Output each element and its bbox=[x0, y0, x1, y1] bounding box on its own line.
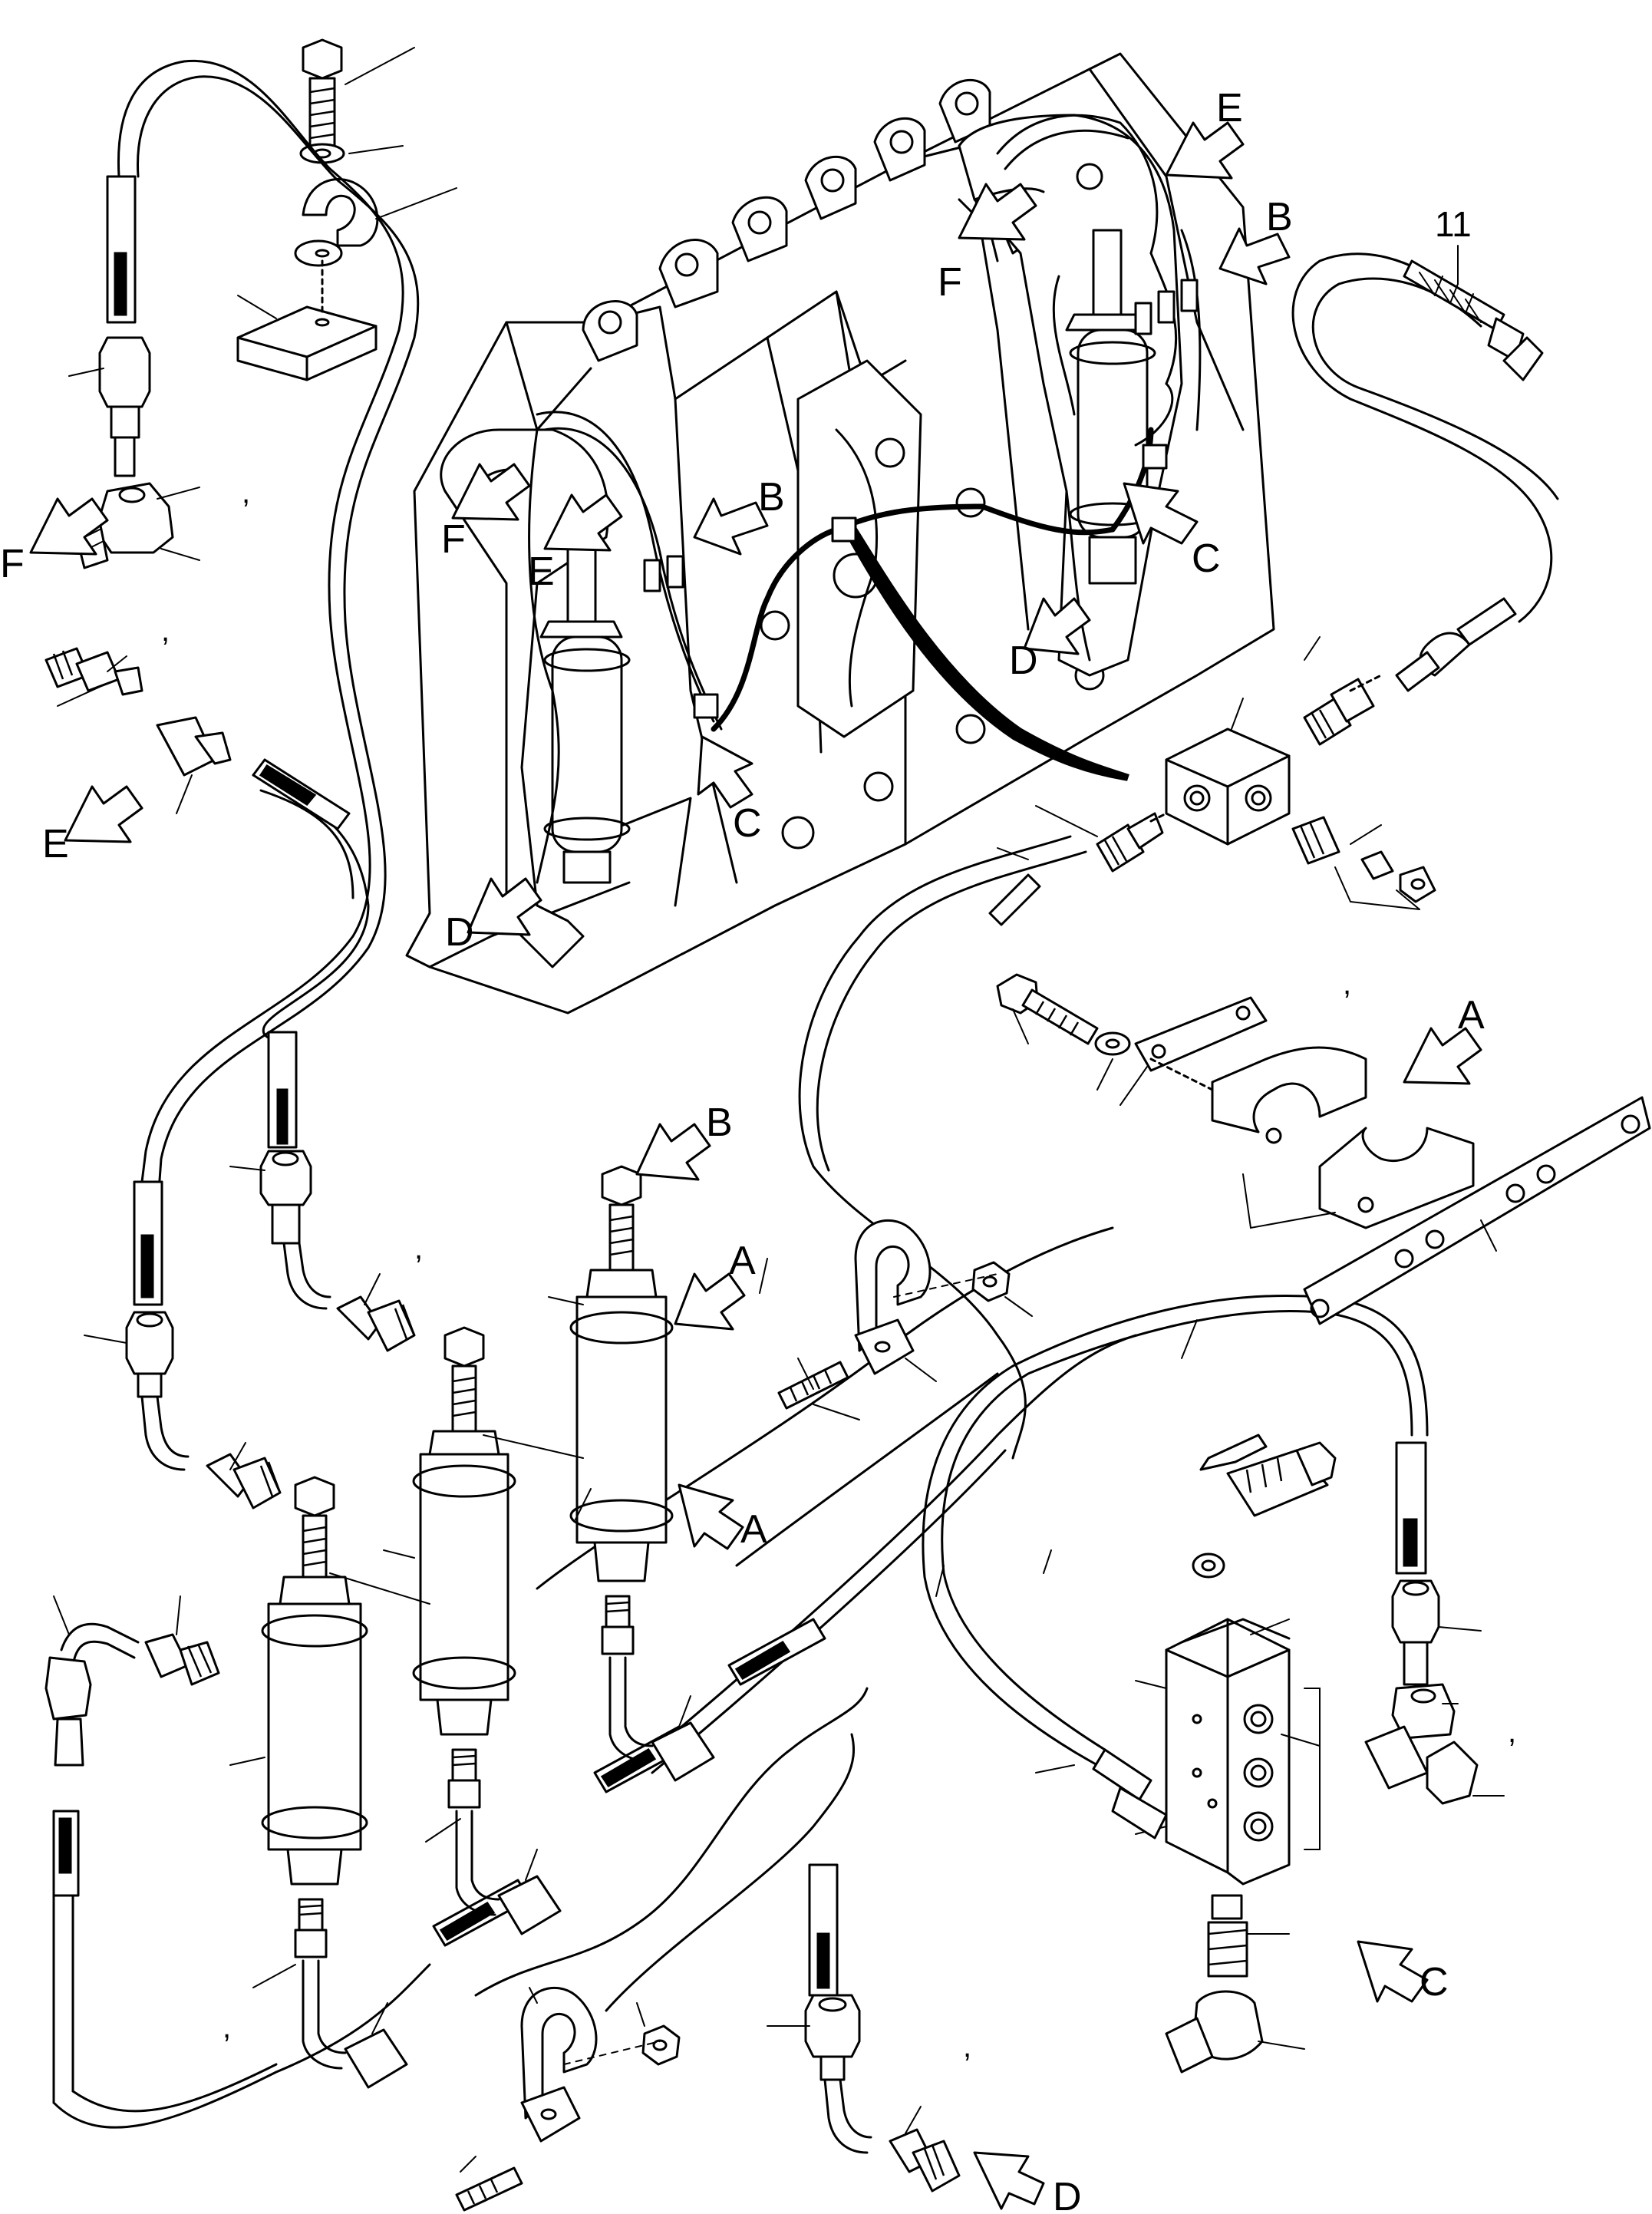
comma-6: , bbox=[223, 2011, 231, 2044]
comma-1: , bbox=[242, 476, 250, 510]
half-clamp-lower bbox=[1318, 1127, 1475, 1229]
label-B-bracket-right: B bbox=[1266, 195, 1293, 239]
label-C-bracket-left: C bbox=[733, 801, 762, 846]
hex-bolt-icon bbox=[302, 38, 343, 153]
arrow-A-top-icon bbox=[1403, 1027, 1482, 1085]
arrow-B-bracket-right-icon bbox=[1218, 227, 1291, 285]
center-p-clamp bbox=[777, 1219, 1033, 1420]
comma-5: , bbox=[1508, 1715, 1516, 1749]
label-part-11: 11 bbox=[1435, 204, 1472, 244]
arrow-D-bottom-icon bbox=[973, 2151, 1045, 2210]
straight-fitting-E bbox=[45, 647, 232, 814]
arrow-F-bracket-right-icon bbox=[958, 183, 1037, 241]
label-E-bracket-left: E bbox=[528, 549, 555, 594]
label-B-bracket-left: B bbox=[758, 475, 785, 520]
comma-3: , bbox=[414, 1232, 423, 1265]
arrow-C-bracket-right-icon bbox=[1123, 482, 1199, 545]
comma-2: , bbox=[161, 614, 170, 648]
label-D-bracket-right: D bbox=[1009, 638, 1038, 683]
half-clamp-upper bbox=[1211, 1046, 1367, 1144]
bracket-bolt-icon bbox=[996, 973, 1099, 1045]
boom-bracket-assembly bbox=[405, 52, 1275, 1015]
arrow-B-cylinder-icon bbox=[635, 1123, 711, 1181]
flat-bar-icon bbox=[1303, 1096, 1651, 1325]
cylinder-2 bbox=[383, 1326, 562, 1935]
label-F-left: F bbox=[0, 542, 25, 586]
arrow-B-bracket-left-icon bbox=[693, 497, 769, 556]
label-B-cylinder: B bbox=[706, 1100, 733, 1145]
label-A-top: A bbox=[1458, 993, 1485, 1038]
right-elbow-adapter bbox=[1364, 1579, 1505, 1805]
arrow-A-cylinder-lower-icon bbox=[678, 1483, 744, 1550]
label-D-bracket-left: D bbox=[445, 910, 474, 955]
comma-7: , bbox=[963, 2030, 971, 2064]
top-left-clamp-hardware bbox=[236, 38, 457, 381]
label-E-left: E bbox=[42, 822, 69, 866]
label-C-bracket-right: C bbox=[1192, 536, 1221, 581]
stud-icon bbox=[777, 1361, 849, 1410]
cylinder-3 bbox=[229, 1476, 408, 2089]
comma-4: , bbox=[1343, 967, 1351, 1001]
hex-nut-icon bbox=[971, 1261, 1011, 1302]
label-F-bracket-left: F bbox=[441, 517, 466, 562]
bracket-A-assembly bbox=[996, 973, 1651, 1325]
hose-11-assembly bbox=[1291, 245, 1559, 692]
label-A-cylinder-lower: A bbox=[740, 1507, 767, 1552]
arrow-C-bracket-left-icon bbox=[697, 735, 753, 809]
arrow-E-left-icon bbox=[64, 785, 143, 843]
cylinder-1 bbox=[548, 1165, 715, 1782]
mounting-block-icon bbox=[236, 305, 378, 381]
tee-fitting-F bbox=[68, 336, 200, 569]
braid-pattern bbox=[1419, 272, 1482, 323]
mounting-lug-row bbox=[582, 79, 999, 362]
cylinder-group bbox=[229, 1165, 715, 2089]
left-mounted-cylinder bbox=[539, 536, 631, 884]
arrow-C-lower-right-icon bbox=[1357, 1940, 1429, 2003]
arrow-E-bracket-right-icon bbox=[1165, 121, 1245, 180]
valve-block-assembly bbox=[1035, 1434, 1337, 2074]
arrow-A-cylinder-upper-icon bbox=[674, 1272, 746, 1331]
direction-arrows bbox=[29, 121, 1482, 2210]
arrow-D-bracket-right-icon bbox=[1023, 597, 1091, 655]
label-D-bottom: D bbox=[1053, 2175, 1082, 2214]
arrow-E-bracket-left-icon bbox=[543, 493, 623, 552]
hose-ends bbox=[52, 175, 1427, 1997]
callout-labels: F E F E B C D E F B C D 11 A B A A C D ,… bbox=[0, 86, 1516, 2214]
fitting-D-assembly bbox=[767, 1994, 961, 2193]
label-E-bracket-right: E bbox=[1216, 86, 1243, 130]
p-clamp-icon bbox=[294, 178, 379, 267]
label-C-lower-right: C bbox=[1420, 1960, 1449, 2004]
left-jic-fittings bbox=[45, 1150, 416, 1767]
bottom-p-clamp bbox=[455, 1986, 681, 2212]
label-A-cylinder-upper: A bbox=[729, 1239, 756, 1283]
leader-lines bbox=[759, 636, 1321, 1597]
arrow-F-left-icon bbox=[29, 497, 109, 556]
tee-block-assembly bbox=[1035, 674, 1436, 910]
wiring-harness bbox=[528, 114, 1202, 884]
label-F-bracket-right: F bbox=[938, 260, 962, 305]
arrow-D-bracket-left-icon bbox=[467, 877, 542, 936]
arrow-F-bracket-left-icon bbox=[451, 463, 531, 521]
hydraulic-hoses bbox=[52, 59, 1429, 2129]
